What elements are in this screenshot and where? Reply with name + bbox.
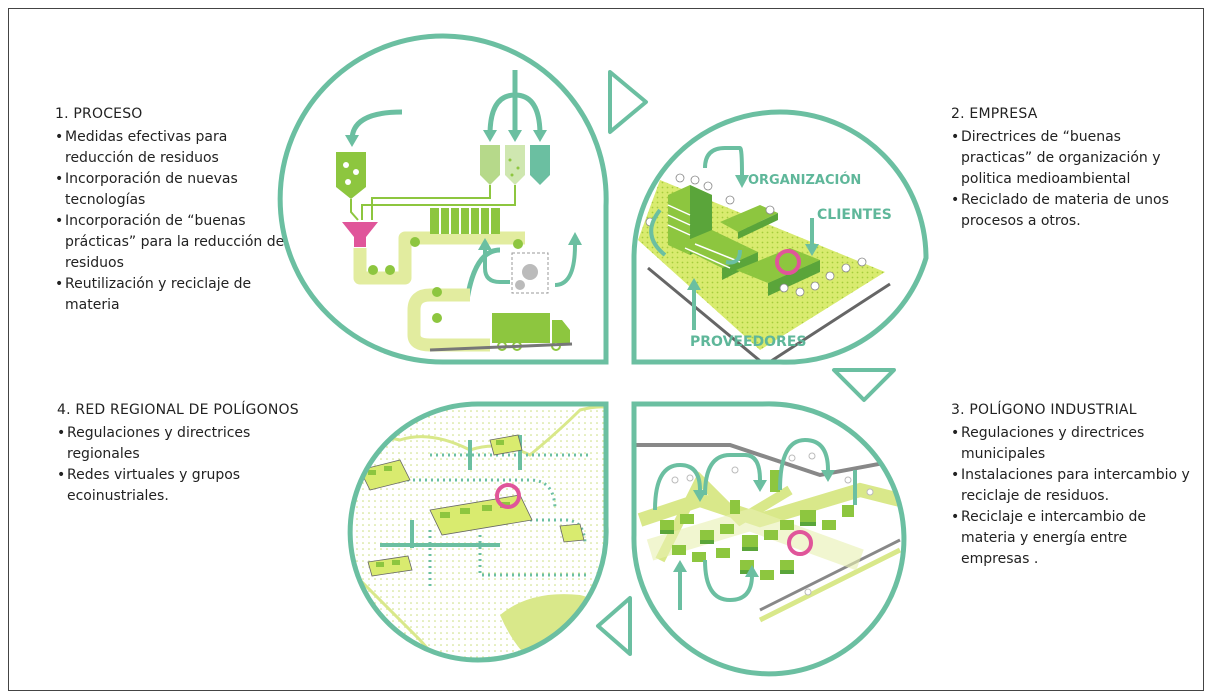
bullet-item: Reutilización y reciclaje de materia [55,274,295,316]
section-poligono: 3. POLÍGONO INDUSTRIAL Regulaciones y di… [951,400,1196,570]
funnel-icon [342,222,378,247]
label-proveedores: PROVEEDORES [690,334,806,350]
poligono-illustration [633,437,902,623]
bullet-item: Medidas efectivas para reducción de resi… [55,127,295,169]
flow-arrow-left-icon [596,596,632,656]
tree-icon [645,173,867,297]
empresa-illustration: ORGANIZACIÓN CLIENTES PROVEEDORES [638,146,892,363]
label-organizacion: ORGANIZACIÓN [748,172,861,188]
section-proceso: 1. PROCESO Medidas efectivas para reducc… [55,104,295,316]
label-clientes: CLIENTES [817,207,892,223]
bullet-item: Reciclaje e intercambio de materia y ene… [951,507,1196,570]
bullet-item: Redes virtuales y grupos ecoinustriales. [57,465,327,507]
bullet-item: Incorporación de “buenas prácticas” para… [55,211,295,274]
material-container-icon [336,152,366,199]
bullet-item: Directrices de “buenas practicas” de org… [951,127,1191,190]
silo-icon [530,145,550,185]
bullet-item: Regulaciones y directrices regionales [57,423,327,465]
red-regional-illustration [350,404,607,660]
poligono-quadrant [631,401,907,677]
empresa-frame [631,109,929,365]
flow-arrow-down-icon [832,368,896,402]
bullet-item: Instalaciones para intercambio y recicla… [951,465,1196,507]
highlight-ring [495,483,521,509]
poligono-frame [631,401,907,677]
section-title: 1. PROCESO [55,106,143,122]
proceso-frame [277,33,609,365]
section-title: 4. RED REGIONAL DE POLÍGONOS [57,402,299,418]
proceso-quadrant [277,33,609,365]
highlight-ring [775,249,801,275]
section-title: 2. EMPRESA [951,106,1038,122]
section-red-regional: 4. RED REGIONAL DE POLÍGONOS Regulacione… [57,400,327,507]
gear-icon [368,237,523,323]
bullet-item: Incorporación de nuevas tecnologías [55,169,295,211]
truck-icon [492,313,570,351]
empresa-quadrant: ORGANIZACIÓN CLIENTES PROVEEDORES [631,109,929,365]
red-regional-quadrant [347,401,609,663]
building-block [720,205,778,232]
red-regional-frame [347,401,609,663]
proceso-illustration [336,70,582,352]
section-title: 3. POLÍGONO INDUSTRIAL [951,402,1137,418]
bullet-item: Regulaciones y directrices municipales [951,423,1196,465]
sorting-machine [430,208,500,234]
silo-icon [480,145,500,185]
highlight-ring [787,530,813,556]
factory-building [660,470,854,580]
section-empresa: 2. EMPRESA Directrices de “buenas practi… [951,104,1191,232]
flow-arrow-right-icon [608,70,648,134]
silo-icon [505,145,525,185]
bullet-item: Reciclado de materia de unos procesos a … [951,190,1191,232]
